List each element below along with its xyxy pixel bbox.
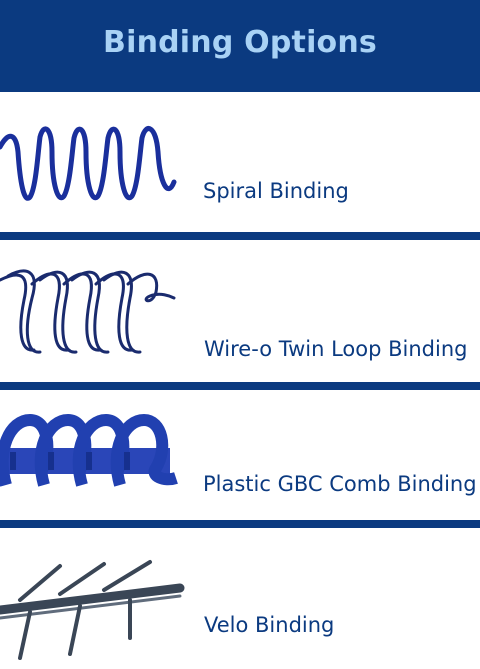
header-banner: Binding Options xyxy=(0,0,480,92)
section-divider xyxy=(0,232,480,240)
option-label-plastic-comb: Plastic GBC Comb Binding xyxy=(203,472,477,496)
option-label-velo: Velo Binding xyxy=(204,613,335,637)
spiral-coil-icon xyxy=(0,126,177,201)
plastic-comb-icon xyxy=(0,413,178,487)
option-label-wire-o: Wire-o Twin Loop Binding xyxy=(204,337,468,361)
option-velo-binding[interactable]: Velo Binding xyxy=(0,528,480,669)
section-divider xyxy=(0,520,480,528)
option-wire-o-binding[interactable]: Wire-o Twin Loop Binding xyxy=(0,240,480,382)
velo-strip-icon xyxy=(0,560,185,660)
section-divider xyxy=(0,382,480,390)
option-label-spiral: Spiral Binding xyxy=(203,179,349,203)
page-title: Binding Options xyxy=(103,24,377,60)
twin-loop-wire-icon xyxy=(0,269,176,354)
option-spiral-binding[interactable]: Spiral Binding xyxy=(0,92,480,232)
option-plastic-comb-binding[interactable]: Plastic GBC Comb Binding xyxy=(0,390,480,520)
